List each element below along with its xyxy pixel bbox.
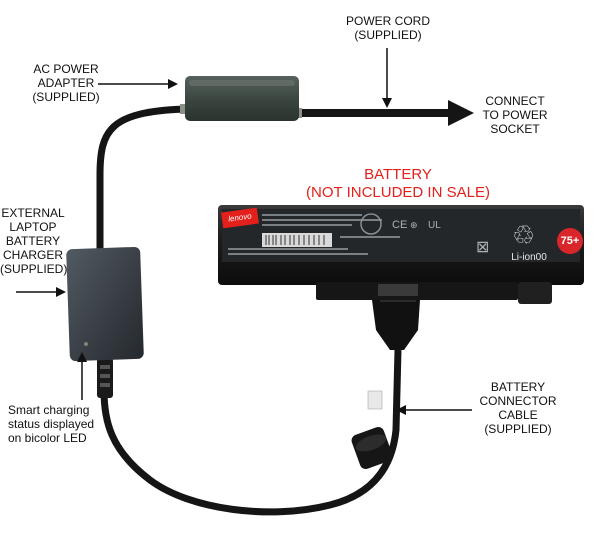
battery-title: BATTERY (NOT INCLUDED IN SALE) xyxy=(306,166,490,201)
charger-to-battery-cable xyxy=(100,349,402,516)
cert-mark-icon xyxy=(360,213,382,235)
svg-text:UL: UL xyxy=(428,220,441,231)
bin-icon: ⊠ xyxy=(476,239,489,256)
battery: CE ⊕ UL ♲ ⊠ xyxy=(218,205,584,304)
adapter-to-charger-cable xyxy=(96,105,185,250)
ce-mark-icon: CE xyxy=(392,219,407,231)
connector-label: BATTERY CONNECTOR CABLE (SUPPLIED) xyxy=(479,380,557,436)
battery-chemistry-label: Li-ion00 xyxy=(511,252,547,263)
battery-badge-label: 75+ xyxy=(560,235,580,247)
ferrite-bead xyxy=(351,426,393,470)
connect-arrow-head xyxy=(448,100,474,126)
battery-connector xyxy=(372,294,420,350)
cable-strain-relief-left xyxy=(180,104,188,114)
connect-label: CONNECT TO POWER SOCKET xyxy=(482,94,548,136)
led-label: Smart charging status displayed on bicol… xyxy=(8,403,95,445)
cable-tag xyxy=(367,390,383,410)
svg-text:⊕: ⊕ xyxy=(410,220,418,230)
power-cord-label: POWER CORD (SUPPLIED) xyxy=(346,14,430,42)
ac-adapter-label: AC POWER ADAPTER (SUPPLIED) xyxy=(32,62,100,104)
badge-circle xyxy=(557,228,583,254)
charger-label: EXTERNAL LAPTOP BATTERY CHARGER (SUPPLIE… xyxy=(0,206,68,276)
ac-adapter xyxy=(185,76,299,121)
recycle-icon: ♲ xyxy=(512,220,535,250)
power-cord xyxy=(300,100,474,126)
